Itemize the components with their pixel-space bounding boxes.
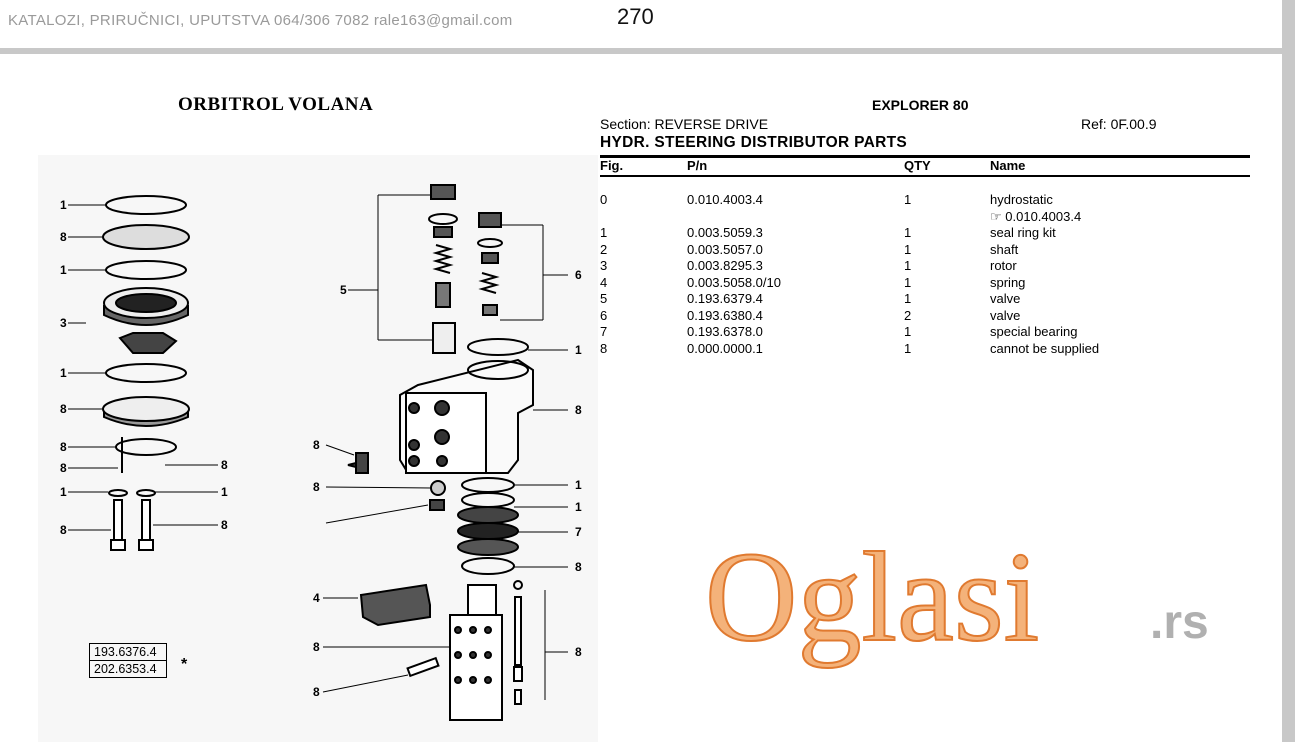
cell-pn: 0.003.8295.3 [687, 258, 763, 273]
cell-name: valve [990, 291, 1021, 306]
callout-right-13: 8 [313, 685, 320, 699]
cell-qty: 1 [904, 192, 912, 207]
callout-left-5: 8 [60, 402, 67, 416]
cell-name: spring [990, 274, 1026, 290]
watermark-logo: Oglasi .rs [704, 525, 1209, 669]
callout-left-8: 1 [60, 485, 67, 499]
diagram-title: ORBITROL VOLANA [178, 94, 374, 115]
callout-right-5: 8 [313, 438, 320, 452]
callout-right-3: 8 [575, 403, 582, 417]
callout-right-8: 1 [575, 500, 582, 514]
cell-fig: 3 [600, 258, 608, 273]
table-top-rule [600, 155, 1250, 158]
top-banner: KATALOZI, PRIRUČNICI, UPUTSTVA 064/306 7… [0, 0, 1282, 54]
cell-name: rotor [990, 258, 1017, 273]
callout-right-0: 5 [340, 283, 347, 297]
cell-name: valve [990, 307, 1021, 323]
table-row: 4 0.003.5058.0/10 1 spring [600, 275, 1250, 292]
table-row: 1 0.003.5059.3 1 seal ring kit [600, 225, 1250, 242]
table-row: 5 0.193.6379.4 1 valve [600, 291, 1250, 308]
cell-fig: 1 [600, 225, 608, 240]
cell-qty: 1 [904, 241, 912, 257]
cell-name: hydrostatic [990, 192, 1053, 207]
callout-left-1: 8 [60, 230, 67, 244]
callout-right-9: 7 [575, 525, 582, 539]
cell-fig: 2 [600, 241, 608, 257]
callout-left-0: 1 [60, 198, 67, 212]
callout-left-11: 8 [221, 518, 228, 532]
exploded-diagram: 1 8 1 3 1 8 8 8 1 1 8 8 5 6 1 8 8 8 8 1 … [38, 155, 598, 742]
callout-right-12: 8 [313, 640, 320, 654]
cell-pn: 0.193.6378.0 [687, 324, 763, 339]
callout-right-6: 8 [313, 480, 320, 494]
parts-title: HYDR. STEERING DISTRIBUTOR PARTS [600, 134, 907, 151]
cell-pn: 0.193.6380.4 [687, 307, 763, 323]
cell-qty: 1 [904, 324, 912, 339]
callout-right-10: 8 [575, 560, 582, 574]
part-number-2: 202.6353.4 [90, 660, 166, 677]
cell-pn: 0.000.0000.1 [687, 340, 763, 356]
cell-name: cannot be supplied [990, 340, 1100, 356]
cell-qty: 1 [904, 225, 912, 240]
cell-name: shaft [990, 241, 1019, 257]
table-row [600, 209, 1250, 226]
callout-left-7: 8 [60, 461, 67, 475]
watermark-suffix: .rs [1150, 596, 1209, 649]
part-number-1: 193.6376.4 [94, 645, 157, 659]
col-fig: Fig. [600, 158, 624, 173]
cell-name: seal ring kit [990, 225, 1056, 240]
cell-pn: 0.010.4003.4 [687, 192, 763, 207]
callout-left-10: 8 [60, 523, 67, 537]
callout-left-3: 3 [60, 316, 67, 330]
header-text: KATALOZI, PRIRUČNICI, UPUTSTVA 064/306 7… [8, 12, 513, 29]
table-row: 3 0.003.8295.3 1 rotor [600, 258, 1250, 275]
callout-left-6: 8 [60, 440, 67, 454]
cell-qty: 1 [904, 340, 912, 356]
star-mark: * [181, 656, 188, 673]
cell-qty: 1 [904, 291, 912, 306]
col-pn: P/n [687, 158, 708, 173]
cell-pn: 0.193.6379.4 [687, 291, 763, 306]
cell-pn: 0.003.5057.0 [687, 241, 763, 257]
cell-qty: 2 [904, 307, 912, 323]
table-row: 6 0.193.6380.4 2 valve [600, 308, 1250, 325]
table-row: 2 0.003.5057.0 1 shaft [600, 242, 1250, 259]
table-header-rule [600, 175, 1250, 177]
table-row: 8 0.000.0000.1 1 cannot be supplied [600, 341, 1250, 358]
callout-left-2: 1 [60, 263, 67, 277]
callout-right-7: 1 [575, 478, 582, 492]
section-label: Section: REVERSE DRIVE [600, 116, 769, 132]
cell-fig: 7 [600, 324, 608, 339]
cell-name: special bearing [990, 324, 1078, 339]
table-row: 0 0.010.4003.4 1 hydrostatic [600, 192, 1250, 209]
callout-right-2: 1 [575, 343, 582, 357]
callout-left-9: 1 [221, 485, 228, 499]
cell-fig: 4 [600, 274, 608, 290]
cell-fig: 6 [600, 307, 608, 323]
callout-left-4: 1 [60, 366, 67, 380]
table-row: 7 0.193.6378.0 1 special bearing [600, 324, 1250, 341]
cell-fig: 5 [600, 291, 608, 306]
callout-right-11: 4 [313, 591, 320, 605]
callout-right-14: 8 [575, 645, 582, 659]
callout-right-1: 6 [575, 268, 582, 282]
part-number-box: 193.6376.4 202.6353.4 [89, 643, 167, 678]
page-number: 270 [617, 4, 654, 29]
callout-right-4: 8 [221, 458, 228, 472]
watermark-text: Oglasi [705, 526, 1039, 668]
cell-fig: 0 [600, 192, 608, 207]
exploded-diagram-drawing: 1 8 1 3 1 8 8 8 1 1 8 8 5 6 1 8 8 8 8 1 … [60, 184, 582, 721]
cell-pn: 0.003.5058.0/10 [687, 274, 781, 290]
cell-qty: 1 [904, 274, 912, 290]
model-name: EXPLORER 80 [872, 97, 969, 113]
col-qty: QTY [904, 158, 931, 173]
cell-fig: 8 [600, 340, 608, 356]
col-name: Name [990, 158, 1026, 173]
sub-reference: ☞ 0.010.4003.4 [990, 209, 1082, 224]
ref-label: Ref: 0F.00.9 [1081, 116, 1157, 132]
cell-qty: 1 [904, 258, 912, 273]
scrollbar[interactable] [1282, 0, 1295, 742]
cell-pn: 0.003.5059.3 [687, 225, 763, 240]
